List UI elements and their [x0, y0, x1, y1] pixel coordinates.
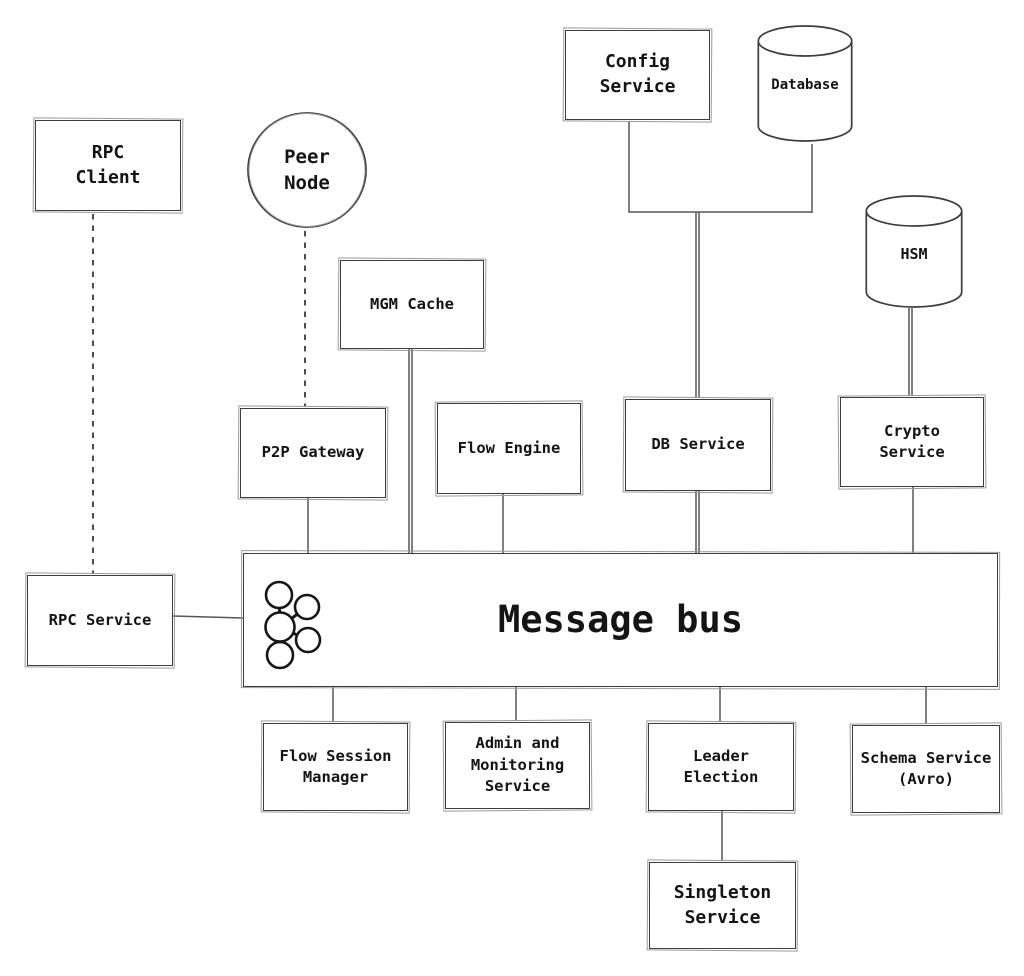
- edge-config-service-junction: [628, 121, 812, 213]
- mgm-cache-label: MGM Cache: [370, 294, 454, 313]
- db-service-node: DB Service: [625, 399, 771, 491]
- schema-service-avro-label: Schema Service (Avro): [860, 748, 992, 788]
- mgm-cache-node: MGM Cache: [340, 260, 484, 349]
- p2p-gateway-node: P2P Gateway: [240, 408, 386, 498]
- rpc-service-node: RPC Service: [27, 575, 173, 666]
- message-bus-node: Message bus: [243, 553, 998, 687]
- rpc-service-label: RPC Service: [48, 610, 152, 629]
- singleton-service-node: Singleton Service: [649, 862, 796, 949]
- leader-election-node: Leader Election: [648, 723, 794, 811]
- admin-monitoring-service-node: Admin and Monitoring Service: [445, 722, 590, 809]
- message-bus-label: Message bus: [497, 598, 744, 642]
- rpc-client-label: RPC Client: [75, 141, 141, 188]
- database-node: Database: [757, 25, 853, 142]
- flow-engine-node: Flow Engine: [437, 403, 581, 494]
- config-service-label: Config Service: [599, 51, 676, 97]
- admin-monitoring-service-label: Admin and Monitoring Service: [470, 734, 565, 796]
- config-service-node: Config Service: [565, 30, 710, 120]
- leader-election-label: Leader Election: [683, 746, 759, 786]
- hsm-label: HSM: [900, 244, 928, 263]
- flow-session-manager-label: Flow Session Manager: [279, 746, 392, 786]
- peer-node-label: Peer Node: [284, 145, 330, 194]
- p2p-gateway-label: P2P Gateway: [261, 443, 365, 462]
- crypto-service-label: Crypto Service: [879, 421, 945, 461]
- rpc-client-node: RPC Client: [35, 120, 181, 211]
- singleton-service-label: Singleton Service: [673, 881, 772, 928]
- message-bus-network-icon: [264, 580, 322, 670]
- flow-session-manager-node: Flow Session Manager: [263, 723, 408, 811]
- schema-service-avro-node: Schema Service (Avro): [852, 725, 1000, 813]
- database-label: Database: [771, 77, 839, 94]
- peer-node-node: Peer Node: [246, 111, 368, 229]
- db-service-label: DB Service: [651, 435, 745, 454]
- edge-rpc-service-message-bus: [172, 615, 244, 619]
- crypto-service-node: Crypto Service: [840, 397, 984, 487]
- flow-engine-label: Flow Engine: [457, 438, 561, 457]
- hsm-node: HSM: [865, 195, 963, 308]
